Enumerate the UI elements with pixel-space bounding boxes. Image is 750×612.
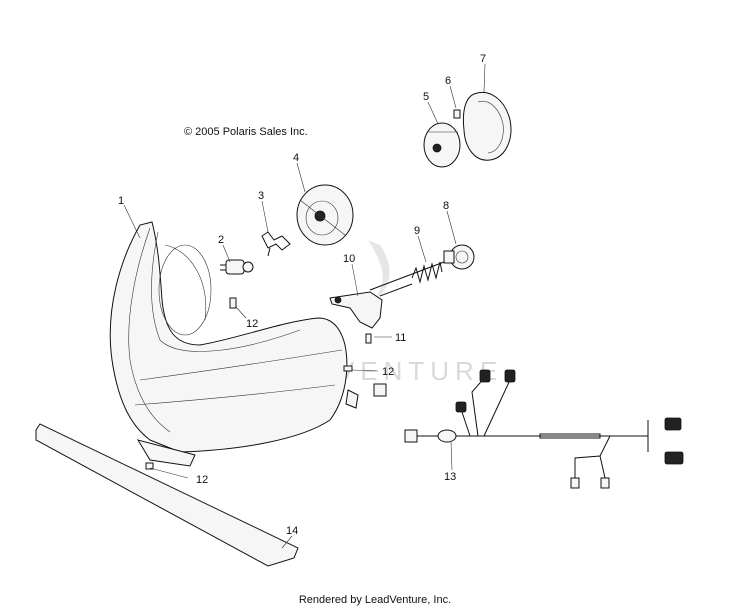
wiring-harness[interactable] — [404, 369, 684, 489]
small-screw[interactable] — [453, 109, 461, 119]
leader-lines — [123, 63, 486, 549]
adjuster-spring[interactable] — [369, 261, 445, 291]
callout-4[interactable]: 4 — [293, 152, 299, 164]
callout-12-upper[interactable]: 12 — [246, 318, 258, 330]
callout-12-lower[interactable]: 12 — [196, 474, 208, 486]
callout-13[interactable]: 13 — [444, 471, 456, 483]
bulb[interactable] — [220, 259, 254, 275]
callout-12-middle[interactable]: 12 — [382, 366, 394, 378]
callout-5[interactable]: 5 — [423, 91, 429, 103]
rear-dust-cover[interactable] — [296, 184, 354, 246]
bulb-cap[interactable] — [423, 122, 461, 168]
foam-strip[interactable] — [35, 423, 299, 567]
bulb-retaining-clip[interactable] — [261, 231, 291, 257]
callout-3[interactable]: 3 — [258, 190, 264, 202]
watermark-flame-icon — [368, 240, 390, 300]
screw-11[interactable] — [365, 333, 372, 344]
callout-14[interactable]: 14 — [286, 525, 298, 537]
callout-2[interactable]: 2 — [218, 234, 224, 246]
callout-6[interactable]: 6 — [445, 75, 451, 87]
callout-11[interactable]: 11 — [395, 332, 406, 344]
callout-8[interactable]: 8 — [443, 200, 449, 212]
gasket-ring[interactable] — [462, 92, 512, 161]
footer-credit: Rendered by LeadVenture, Inc. — [298, 594, 452, 606]
callouts: 1 2 3 4 5 6 7 8 9 10 11 12 12 12 13 14 — [118, 53, 486, 537]
callout-10[interactable]: 10 — [343, 253, 355, 265]
headlight-housing[interactable] — [109, 221, 359, 467]
copyright-text: © 2005 Polaris Sales Inc. — [184, 126, 308, 138]
adjusting-knob[interactable] — [443, 244, 475, 270]
callout-7[interactable]: 7 — [480, 53, 486, 65]
screw-12-lower[interactable] — [145, 462, 154, 470]
screw-12-middle[interactable] — [343, 365, 387, 397]
adjuster-bracket[interactable] — [329, 283, 413, 329]
callout-9[interactable]: 9 — [414, 225, 420, 237]
screw-12-upper[interactable] — [229, 297, 237, 309]
callout-1[interactable]: 1 — [118, 195, 124, 207]
